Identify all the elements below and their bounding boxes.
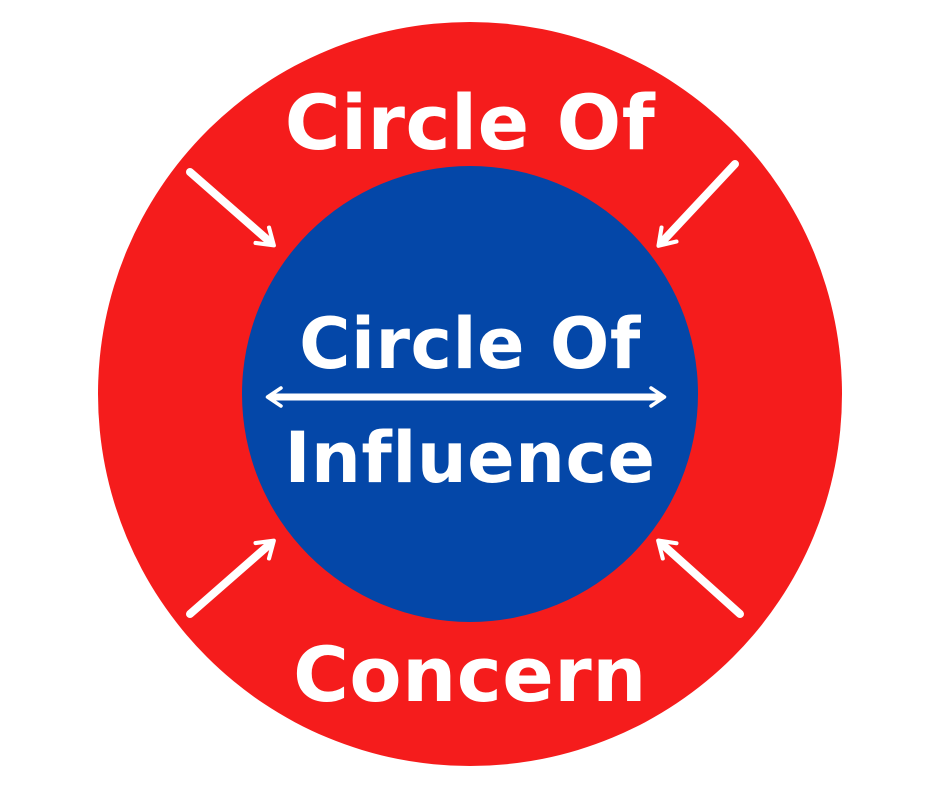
- outer-circle-title-bottom: Concern: [293, 630, 647, 719]
- outer-circle-title-top: Circle Of: [284, 78, 656, 167]
- arrow-top-left-icon: [186, 168, 276, 248]
- arrow-bottom-right-icon: [656, 538, 744, 618]
- arrow-top-right-icon: [656, 160, 739, 248]
- arrow-bottom-left-icon: [186, 538, 276, 618]
- inner-circle-title-top: Circle Of: [299, 303, 641, 385]
- inner-circle-title-bottom: Influence: [284, 417, 656, 499]
